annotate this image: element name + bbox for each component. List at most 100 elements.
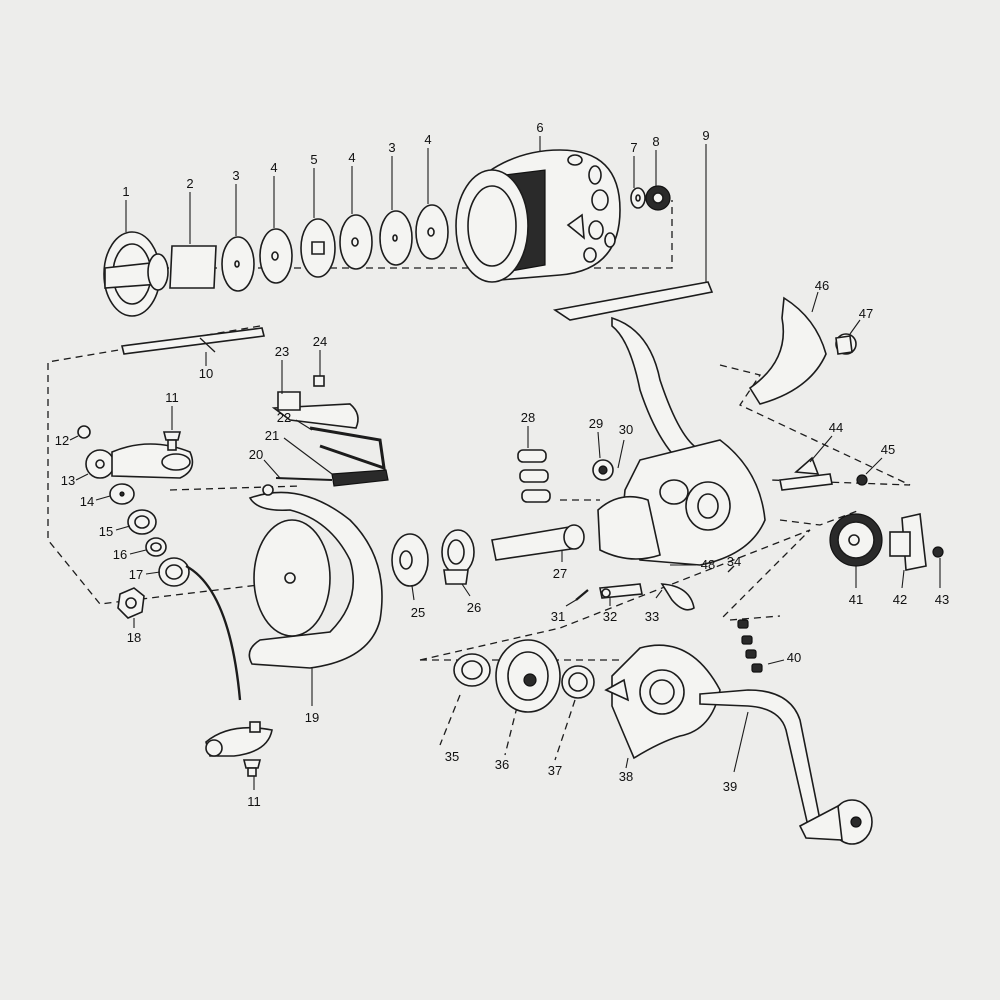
svg-text:19: 19 <box>305 710 319 725</box>
svg-text:5: 5 <box>310 152 317 167</box>
callout-4c: 4 <box>424 132 432 204</box>
part-stopper-lever <box>660 583 695 611</box>
part-side-cover-plate <box>748 296 827 405</box>
callout-20: 20 <box>249 447 281 479</box>
callout-23: 23 <box>275 344 289 394</box>
part-bail-spring <box>331 469 389 487</box>
callout-27: 27 <box>553 550 567 581</box>
svg-text:22: 22 <box>277 410 291 425</box>
svg-text:11: 11 <box>165 390 179 405</box>
callout-5: 5 <box>310 152 318 218</box>
svg-text:4: 4 <box>270 160 277 175</box>
part-rotor-nut <box>391 533 429 587</box>
part-nut-45 <box>856 474 868 486</box>
part-bearing-37 <box>561 665 595 699</box>
svg-text:16: 16 <box>113 547 127 562</box>
part-bail-arm-right <box>85 443 194 479</box>
callout-36: 36 <box>495 757 509 772</box>
callout-25: 25 <box>411 585 425 620</box>
callout-24: 24 <box>313 334 327 376</box>
part-line-roller-bearing <box>127 509 167 557</box>
part-stopper-assembly <box>599 583 643 599</box>
svg-text:41: 41 <box>849 592 863 607</box>
svg-text:20: 20 <box>249 447 263 462</box>
part-main-gear <box>829 513 883 567</box>
svg-text:7: 7 <box>630 140 637 155</box>
callout-22: 22 <box>277 410 313 431</box>
callout-8: 8 <box>652 134 660 186</box>
svg-text:33: 33 <box>645 609 659 624</box>
part-bail-arm-left <box>205 721 273 757</box>
svg-text:40: 40 <box>787 650 801 665</box>
svg-text:31: 31 <box>551 609 565 624</box>
svg-text:2: 2 <box>186 176 193 191</box>
svg-text:32: 32 <box>603 609 617 624</box>
callout-12: 12 <box>55 433 79 448</box>
callout-39: 39 <box>723 711 749 794</box>
callout-9: 9 <box>702 128 710 282</box>
svg-text:18: 18 <box>127 630 141 645</box>
svg-text:46: 46 <box>815 278 829 293</box>
svg-text:39: 39 <box>723 779 737 794</box>
part-bail-screw-bottom <box>242 759 262 777</box>
part-body-screws <box>517 449 551 503</box>
svg-text:12: 12 <box>55 433 69 448</box>
svg-text:17: 17 <box>129 567 143 582</box>
part-screw-43 <box>932 546 944 558</box>
callout-21: 21 <box>265 428 333 475</box>
part-reel-body <box>597 439 766 566</box>
part-drag-knob <box>103 231 169 317</box>
callout-35: 35 <box>445 749 459 764</box>
svg-text:36: 36 <box>495 757 509 772</box>
callout-6: 6 <box>536 120 544 152</box>
svg-text:26: 26 <box>467 600 481 615</box>
part-bail-spring-rod <box>262 477 333 496</box>
svg-text:44: 44 <box>829 420 843 435</box>
part-foot-and-frame <box>552 281 714 472</box>
svg-text:4: 4 <box>348 150 355 165</box>
svg-text:42: 42 <box>893 592 907 607</box>
callout-11-bottom: 11 <box>247 776 261 809</box>
callout-3b: 3 <box>388 140 396 210</box>
part-spool-washer <box>630 187 646 209</box>
callout-44: 44 <box>809 420 843 463</box>
callout-42: 42 <box>893 569 907 607</box>
callout-47: 47 <box>849 306 873 335</box>
part-handle <box>699 689 873 845</box>
part-line-roller-washer <box>109 483 135 505</box>
part-bail-spring-holder <box>271 391 359 429</box>
callout-45: 45 <box>865 442 895 475</box>
svg-text:3: 3 <box>232 168 239 183</box>
callout-30: 30 <box>617 422 633 469</box>
part-bail-screw-top <box>162 431 182 451</box>
part-drag-washers <box>221 204 449 292</box>
part-one-way-bearing <box>441 529 475 585</box>
part-cover-cap <box>835 333 857 355</box>
part-cover-screws <box>737 619 763 673</box>
callout-34: 34 <box>727 554 741 569</box>
callout-37: 37 <box>548 763 562 778</box>
callout-48: 48 <box>670 557 715 572</box>
callout-19: 19 <box>305 668 319 725</box>
svg-text:47: 47 <box>859 306 873 321</box>
part-main-shaft <box>121 327 265 355</box>
callout-16: 16 <box>113 547 147 562</box>
svg-text:10: 10 <box>199 366 213 381</box>
callout-29: 29 <box>589 416 603 459</box>
part-click-gear <box>645 185 671 211</box>
svg-text:30: 30 <box>619 422 633 437</box>
callout-10: 10 <box>199 352 213 381</box>
part-oscillation-gear-block <box>889 513 927 571</box>
callout-46: 46 <box>811 278 829 313</box>
part-bail-wire <box>185 564 242 701</box>
part-spring-34 <box>727 565 735 573</box>
svg-text:9: 9 <box>702 128 709 143</box>
svg-text:48: 48 <box>701 557 715 572</box>
svg-text:28: 28 <box>521 410 535 425</box>
part-nut-18 <box>117 587 145 619</box>
svg-text:27: 27 <box>553 566 567 581</box>
svg-text:43: 43 <box>935 592 949 607</box>
svg-text:14: 14 <box>80 494 94 509</box>
svg-text:1: 1 <box>122 184 129 199</box>
callout-38: 38 <box>619 757 633 784</box>
